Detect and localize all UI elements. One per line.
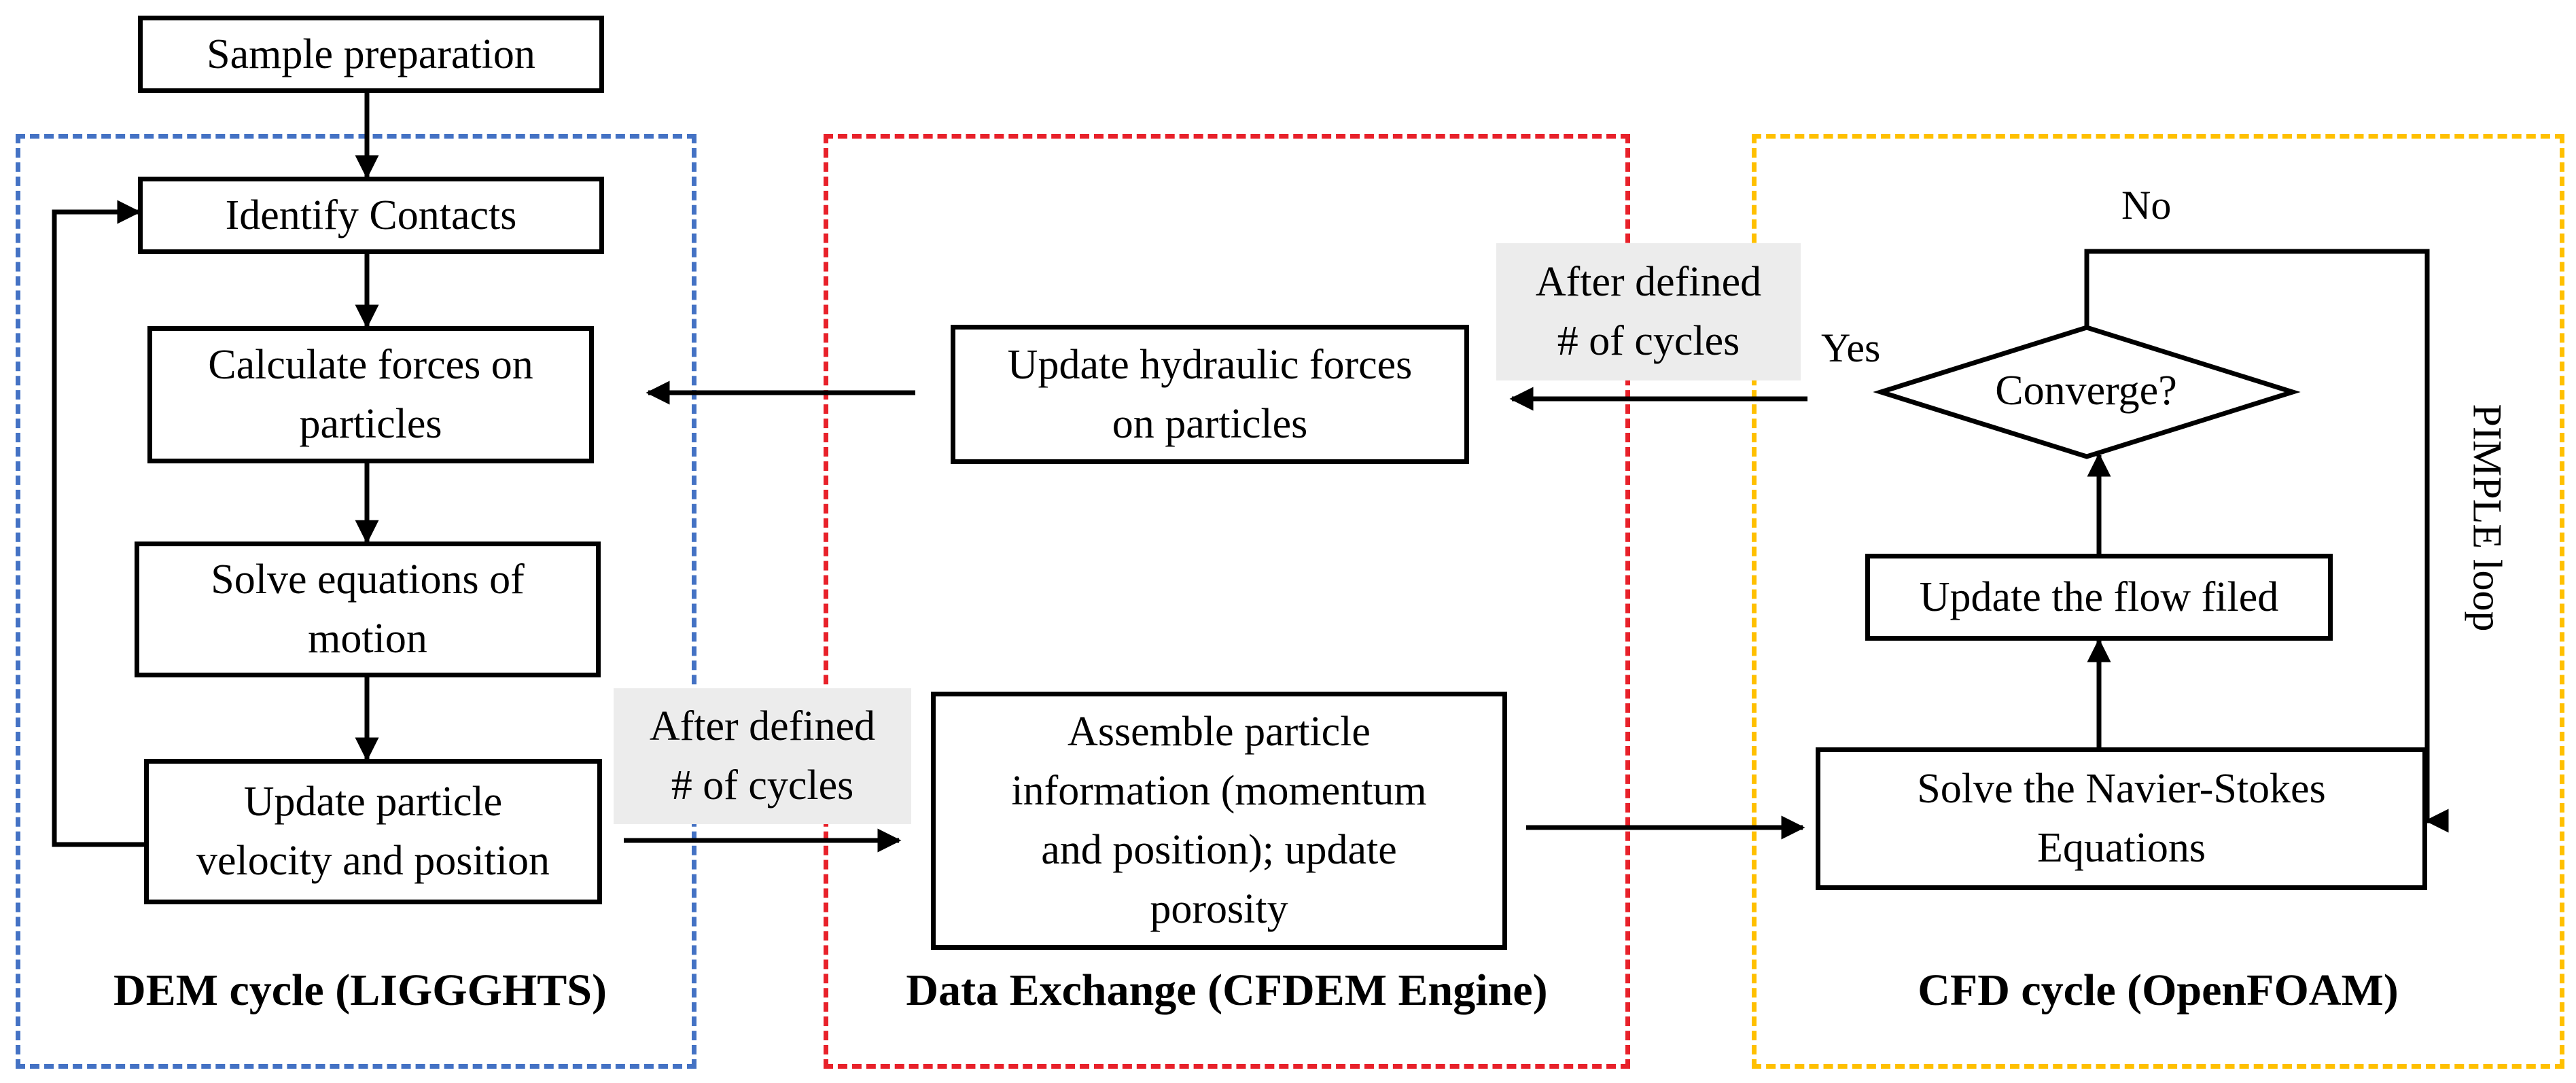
update-particle-label: Update particle velocity and position xyxy=(196,779,550,884)
update-flow-label: Update the flow filed xyxy=(1919,573,2279,620)
data-exchange-title: Data Exchange (CFDEM Engine) xyxy=(906,965,1548,1015)
cfd-cycle-title: CFD cycle (OpenFOAM) xyxy=(1918,965,2399,1015)
update-hydraulic-label: Update hydraulic forces on particles xyxy=(1007,341,1413,447)
solve-motion-box: Solve equations of motion xyxy=(135,542,601,677)
assemble-info-box: Assemble particle information (momentum … xyxy=(931,692,1507,950)
solve-navier-stokes-box: Solve the Navier-Stokes Equations xyxy=(1816,747,2427,890)
calculate-forces-box: Calculate forces on particles xyxy=(147,326,594,463)
sample-preparation-label: Sample preparation xyxy=(207,31,535,77)
arrow-pimple-loop-return xyxy=(2424,251,2433,823)
after-cycles-note-right: After defined # of cycles xyxy=(1496,243,1801,380)
solve-motion-label: Solve equations of motion xyxy=(211,556,525,662)
sample-preparation-box: Sample preparation xyxy=(138,16,604,93)
assemble-info-label: Assemble particle information (momentum … xyxy=(1011,709,1427,932)
solve-navier-stokes-label: Solve the Navier-Stokes Equations xyxy=(1917,766,2326,871)
no-label: No xyxy=(2121,183,2172,228)
identify-contacts-label: Identify Contacts xyxy=(225,192,517,238)
after-cycles-note-left-label: After defined # of cycles xyxy=(649,703,876,809)
update-particle-box: Update particle velocity and position xyxy=(144,759,602,904)
calculate-forces-label: Calculate forces on particles xyxy=(208,342,533,447)
pimple-loop-label: PIMPLE loop xyxy=(2465,404,2510,632)
data-exchange-region xyxy=(824,134,1630,1069)
update-hydraulic-box: Update hydraulic forces on particles xyxy=(951,325,1469,464)
yes-label: Yes xyxy=(1821,325,1881,370)
update-flow-box: Update the flow filed xyxy=(1865,554,2333,641)
arrow-no-pimple-loop xyxy=(2084,249,2433,823)
dem-cycle-region xyxy=(16,134,696,1069)
after-cycles-note-left: After defined # of cycles xyxy=(614,688,911,824)
identify-contacts-box: Identify Contacts xyxy=(138,177,604,254)
cfd-cycle-region xyxy=(1752,134,2564,1069)
converge-label: Converge? xyxy=(1995,368,2177,414)
dem-cycle-title: DEM cycle (LIGGGHTS) xyxy=(113,965,607,1015)
after-cycles-note-right-label: After defined # of cycles xyxy=(1535,259,1762,364)
converge-diamond xyxy=(1873,325,2301,459)
arrow-dem-loop-back xyxy=(52,200,144,847)
